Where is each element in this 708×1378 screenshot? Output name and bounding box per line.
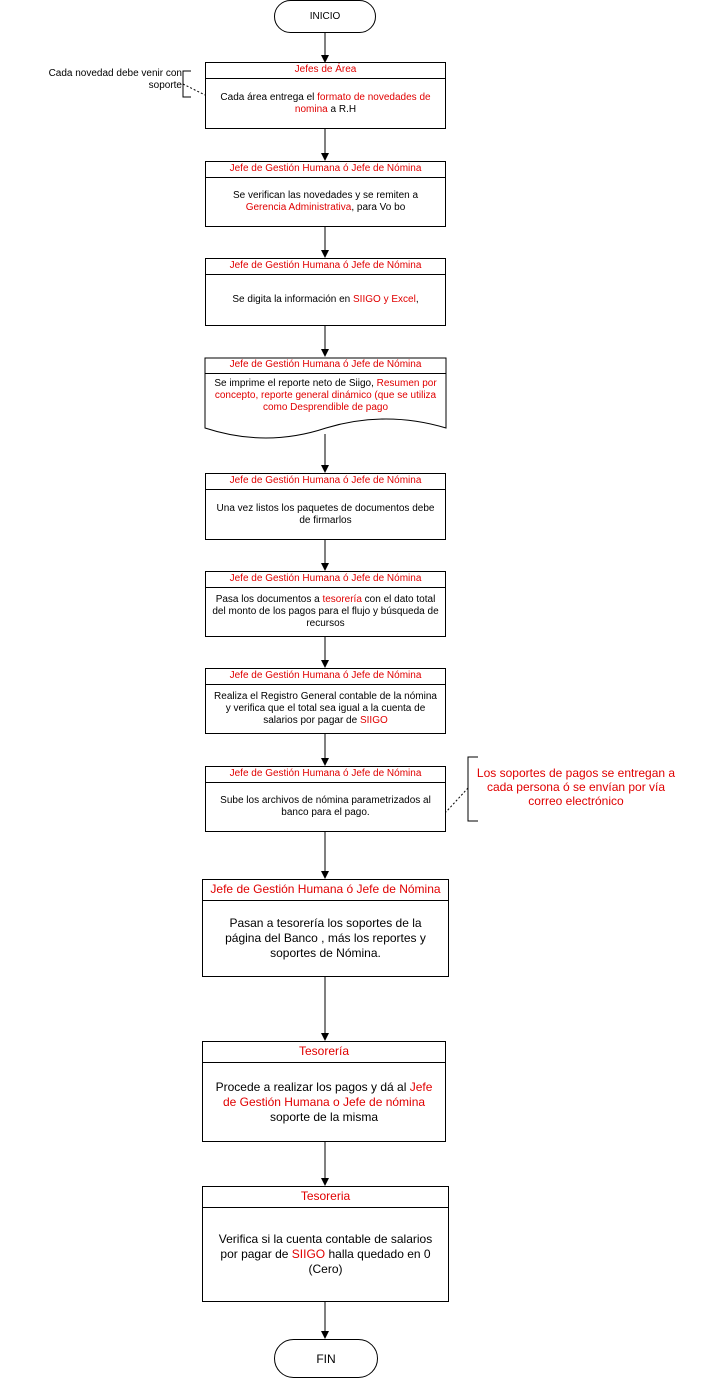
start-label: INICIO xyxy=(309,11,341,22)
step-5: Jefe de Gestión Humana ó Jefe de Nómina … xyxy=(205,473,446,540)
step-9: Jefe de Gestión Humana ó Jefe de Nómina … xyxy=(202,879,449,977)
end-label: FIN xyxy=(316,1351,336,1366)
step-body: Sube los archivos de nómina parametrizad… xyxy=(220,795,431,818)
step-header: Jefe de Gestión Humana ó Jefe de Nómina xyxy=(206,259,445,275)
step-10: Tesorería Procede a realizar los pagos y… xyxy=(202,1041,446,1142)
step-body: Se digita la información en SIIGO y Exce… xyxy=(232,294,419,305)
left-annotation: Cada novedad debe venir con soporte xyxy=(48,68,182,91)
note-connector xyxy=(182,83,206,96)
note-connector xyxy=(445,787,469,813)
step-11: Tesoreria Verifica si la cuenta contable… xyxy=(202,1186,449,1302)
step-header: Jefe de Gestión Humana ó Jefe de Nómina xyxy=(206,572,445,588)
step-2: Jefe de Gestión Humana ó Jefe de Nómina … xyxy=(205,161,446,227)
step-header: Jefe de Gestión Humana ó Jefe de Nómina xyxy=(206,767,445,783)
step-header: Jefes de Área xyxy=(206,63,445,79)
end-terminator: FIN xyxy=(274,1339,378,1378)
note-bracket xyxy=(182,70,191,98)
step-body: Una vez listos los paquetes de documento… xyxy=(216,502,435,526)
start-terminator: INICIO xyxy=(274,0,376,33)
step-header: Jefe de Gestión Humana ó Jefe de Nómina xyxy=(205,358,446,374)
document-shape xyxy=(204,357,447,439)
step-header: Jefe de Gestión Humana ó Jefe de Nómina xyxy=(203,880,448,901)
step-6: Jefe de Gestión Humana ó Jefe de Nómina … xyxy=(205,571,446,637)
step-body: Verifica si la cuenta contable de salari… xyxy=(218,1232,433,1276)
step-header: Jefe de Gestión Humana ó Jefe de Nómina xyxy=(206,669,445,685)
step-1: Jefes de Área Cada área entrega el forma… xyxy=(205,62,446,129)
step-body: Pasa los documentos a tesorería con el d… xyxy=(212,594,439,629)
step-3: Jefe de Gestión Humana ó Jefe de Nómina … xyxy=(205,258,446,326)
step-body: Se imprime el reporte neto de Siigo, Res… xyxy=(214,378,437,413)
step-header: Jefe de Gestión Humana ó Jefe de Nómina xyxy=(206,162,445,178)
step-4: Jefe de Gestión Humana ó Jefe de Nómina … xyxy=(205,358,446,428)
step-body: Cada área entrega el formato de novedade… xyxy=(220,91,431,115)
step-body: Pasan a tesorería los soportes de la pág… xyxy=(225,916,426,960)
step-7: Jefe de Gestión Humana ó Jefe de Nómina … xyxy=(205,668,446,734)
right-annotation: Los soportes de pagos se entregan a cada… xyxy=(476,766,676,808)
step-body: Procede a realizar los pagos y dá al Jef… xyxy=(215,1079,433,1124)
step-body: Realiza el Registro General contable de … xyxy=(214,691,437,726)
step-header: Tesorería xyxy=(203,1042,445,1063)
step-body: Se verifican las novedades y se remiten … xyxy=(232,190,419,213)
step-8: Jefe de Gestión Humana ó Jefe de Nómina … xyxy=(205,766,446,832)
note-bracket xyxy=(467,756,478,822)
step-header: Jefe de Gestión Humana ó Jefe de Nómina xyxy=(206,474,445,490)
step-header: Tesoreria xyxy=(203,1187,448,1208)
